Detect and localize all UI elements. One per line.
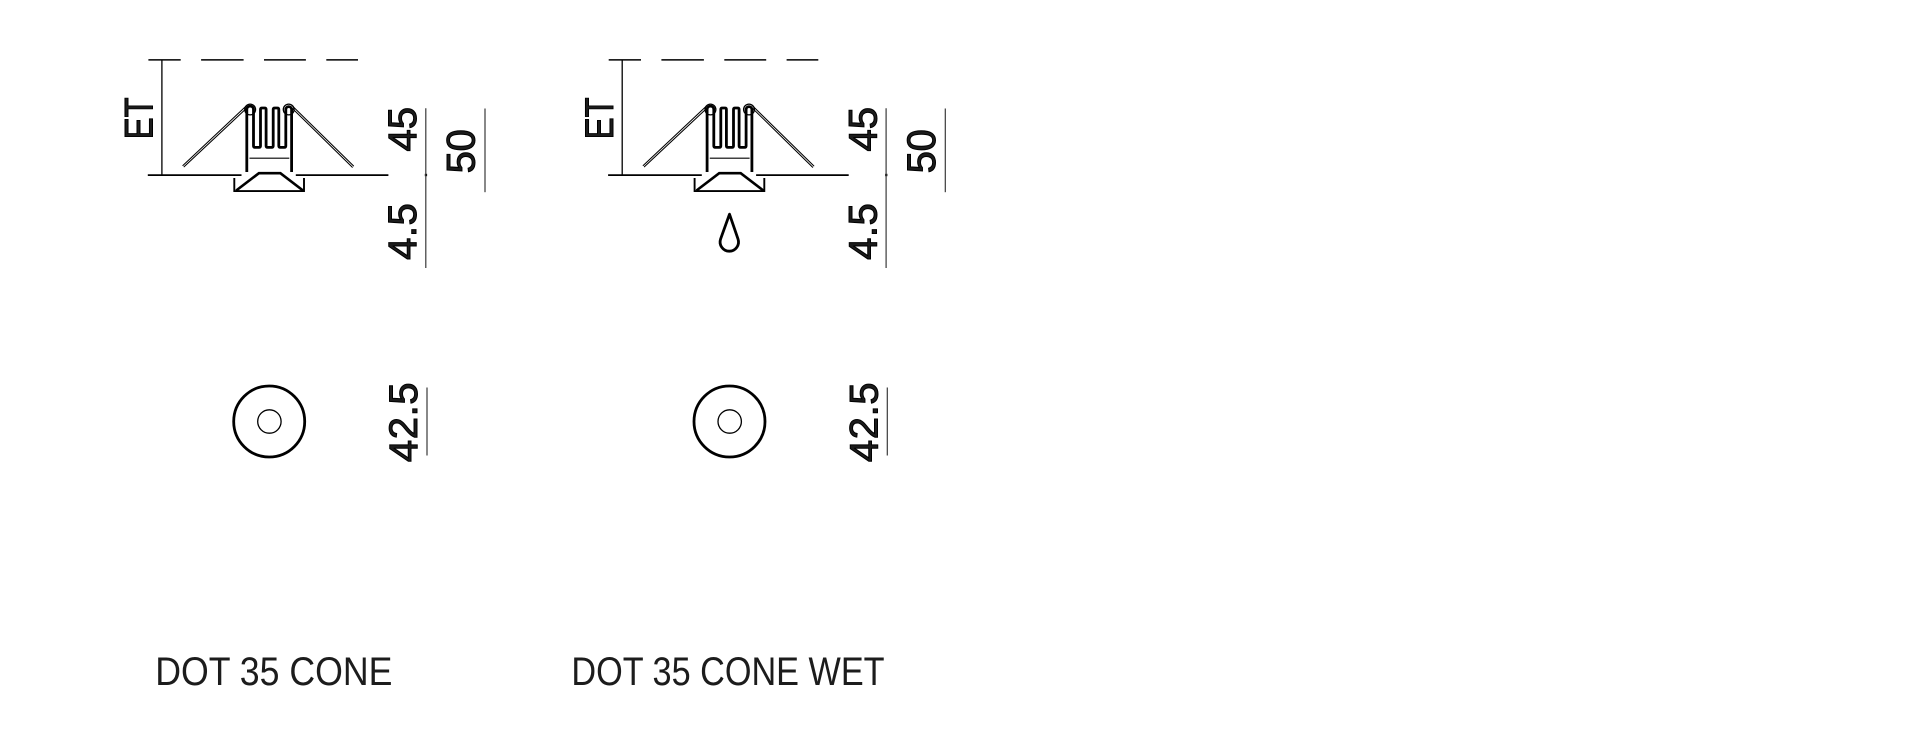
svg-text:DOT 35 CONE: DOT 35 CONE [155,650,392,694]
svg-text:DOT 35 CONE WET: DOT 35 CONE WET [571,648,884,693]
